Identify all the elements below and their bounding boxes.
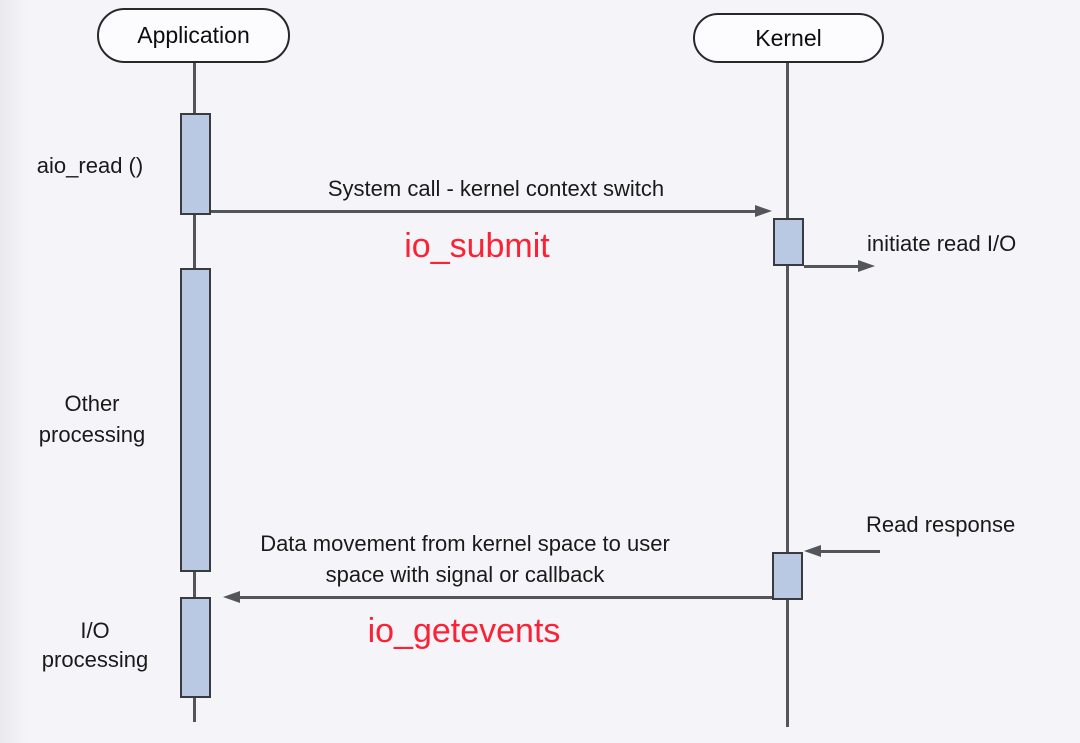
label-io-processing: I/O processing bbox=[41, 618, 149, 672]
label-io-getevents: io_getevents bbox=[367, 612, 561, 650]
arrowhead-read-response bbox=[804, 545, 821, 557]
activation-aio-read bbox=[180, 113, 211, 215]
arrow-read-response bbox=[820, 550, 880, 553]
label-initiate-read: initiate read I/O bbox=[867, 231, 1017, 256]
actor-application-header: Application bbox=[97, 8, 290, 63]
arrowhead-data-movement bbox=[223, 591, 240, 603]
label-io-submit: io_submit bbox=[404, 227, 550, 265]
label-aio-read: aio_read () bbox=[36, 153, 144, 178]
arrowhead-initiate-read bbox=[858, 260, 875, 272]
kernel-lifeline bbox=[786, 62, 789, 727]
activation-kernel-submit bbox=[773, 218, 804, 266]
label-data-movement: Data movement from kernel space to user … bbox=[260, 531, 670, 587]
arrow-data-movement bbox=[238, 596, 772, 599]
actor-application-label: Application bbox=[137, 22, 250, 48]
arrow-system-call bbox=[211, 210, 757, 213]
actor-kernel-label: Kernel bbox=[755, 24, 822, 51]
label-read-response: Read response bbox=[866, 512, 1016, 537]
activation-kernel-response bbox=[772, 552, 803, 600]
label-other-processing: Other processing bbox=[38, 391, 146, 447]
label-system-call: System call - kernel context switch bbox=[327, 176, 665, 201]
arrow-initiate-read bbox=[804, 265, 859, 268]
activation-other-processing bbox=[180, 268, 211, 572]
actor-kernel-header: Kernel bbox=[693, 13, 884, 63]
arrowhead-system-call bbox=[755, 205, 772, 217]
activation-io-processing bbox=[180, 597, 211, 698]
